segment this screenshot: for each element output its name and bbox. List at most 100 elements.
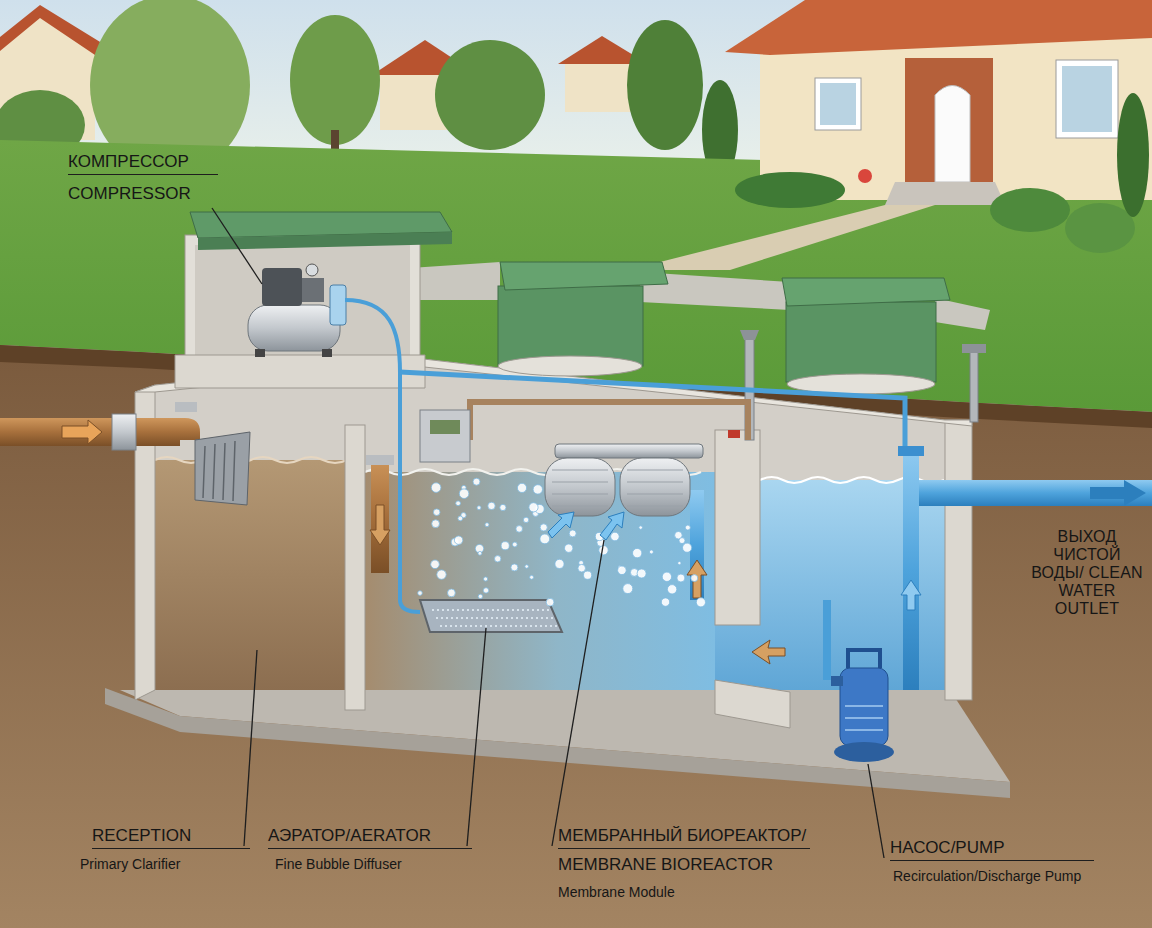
compressor-head [302,278,324,302]
compressor-foot [255,349,265,357]
housing-lid-edge [198,232,452,250]
compressor-housing [185,235,420,360]
part-name: MEMBRANE BIOREACTOR [558,855,773,875]
riser-lid [500,262,668,290]
air-bubble [488,502,495,509]
membrane-cartridge [545,458,615,516]
air-bubble [569,530,576,537]
raw-wastewater [155,460,345,690]
air-bubble [578,564,586,572]
inlet-pipe [0,418,165,446]
air-bubble [501,542,509,550]
partition-wall [345,425,365,710]
flower-pot [858,169,872,183]
pump-discharge-hose [823,600,831,680]
pipe-coupling [112,414,136,450]
outlet-elbow [919,480,965,506]
air-bubble [546,598,554,606]
label-slot: КОМПРЕССОР [68,152,218,175]
riser-opening [498,356,642,376]
entrance-steps [885,182,1005,205]
pump-fins [845,706,883,730]
label-slot: АЭРАТОР/AERATOR [268,826,472,849]
air-bubble [454,536,462,544]
air-bubble [473,478,480,485]
air-bubble [599,546,608,555]
house-roof [725,0,1152,55]
air-bubble [691,575,698,582]
label-slot: ВЫХОД ЧИСТОЙ ВОДЫ/ CLEAN WATER OUTLET [1028,528,1146,618]
window-glass [820,83,856,125]
part-name: RECEPTION [92,826,250,849]
air-bubble [511,564,518,571]
air-bubble [662,572,671,581]
house-roof [0,5,105,55]
window-glass [1062,66,1112,132]
air-bubble [677,574,685,582]
air-bubble [459,489,469,499]
leader-line [212,208,262,284]
shrub [735,172,845,208]
air-bubble [483,588,488,593]
brick-facade [905,58,993,200]
tank-right-wall [945,420,972,700]
air-bubble [448,589,456,597]
air-bubble [478,594,482,598]
air-bubble [584,571,592,579]
pipe-fitting [898,446,924,456]
front-door [935,86,970,183]
air-bubble [623,584,633,594]
air-bubble [667,585,676,594]
soil-section [0,345,1152,928]
air-bubble [530,575,534,579]
label-slot: Fine Bubble Diffuser [275,856,402,872]
air-bubble [437,570,446,579]
discharge-line [400,372,905,450]
flow-arrow [62,420,102,444]
membrane-fibres [552,470,683,506]
air-bubble [525,565,529,569]
shrub [1065,203,1135,253]
control-display [430,420,460,434]
tree [627,20,703,150]
label-slot: Membrane Module [558,884,675,900]
flow-arrow [752,640,785,664]
air-bubble [432,520,440,528]
air-bubble [500,504,506,510]
compressor-tank [248,305,340,351]
air-bubble [431,560,440,569]
air-bubble [685,525,690,530]
leader-line [552,540,604,846]
part-name: МЕМБРАННЫЙ БИОРЕАКТОР/ [558,826,810,849]
tree [290,15,380,145]
membrane-cartridge [620,458,690,516]
air-bubble [458,516,463,521]
submersible-pump [840,668,888,746]
label-slot: МЕМБРАННЫЙ БИОРЕАКТОР/ [558,826,810,849]
label-slot: RECEPTION [92,826,250,849]
leader-line [467,628,486,846]
air-bubble [523,517,528,522]
compressor-foot [322,349,332,357]
air-bubble [478,551,482,555]
tree [435,40,545,150]
part-name: КОМПРЕССОР [68,152,218,175]
air-bubble [477,506,481,510]
air-bubble [418,591,423,596]
baffle-wall [715,430,760,625]
air-bubble [433,509,440,516]
part-subtitle: Primary Clarifier [80,856,180,872]
cypress-tree [1117,93,1149,217]
air-bubble [540,534,550,544]
compressor-motor [262,268,302,306]
air-bubble [517,483,526,492]
membrane-header [555,444,703,458]
air-bubble [484,577,488,581]
label-slot: MEMBRANE BIOREACTOR [558,855,773,875]
part-subtitle: Membrane Module [558,884,675,900]
air-bubble [649,550,653,554]
air-bubble [633,548,642,557]
inlet-tee [175,402,197,412]
pump-handle [848,650,880,668]
pipe-cap [366,455,394,465]
